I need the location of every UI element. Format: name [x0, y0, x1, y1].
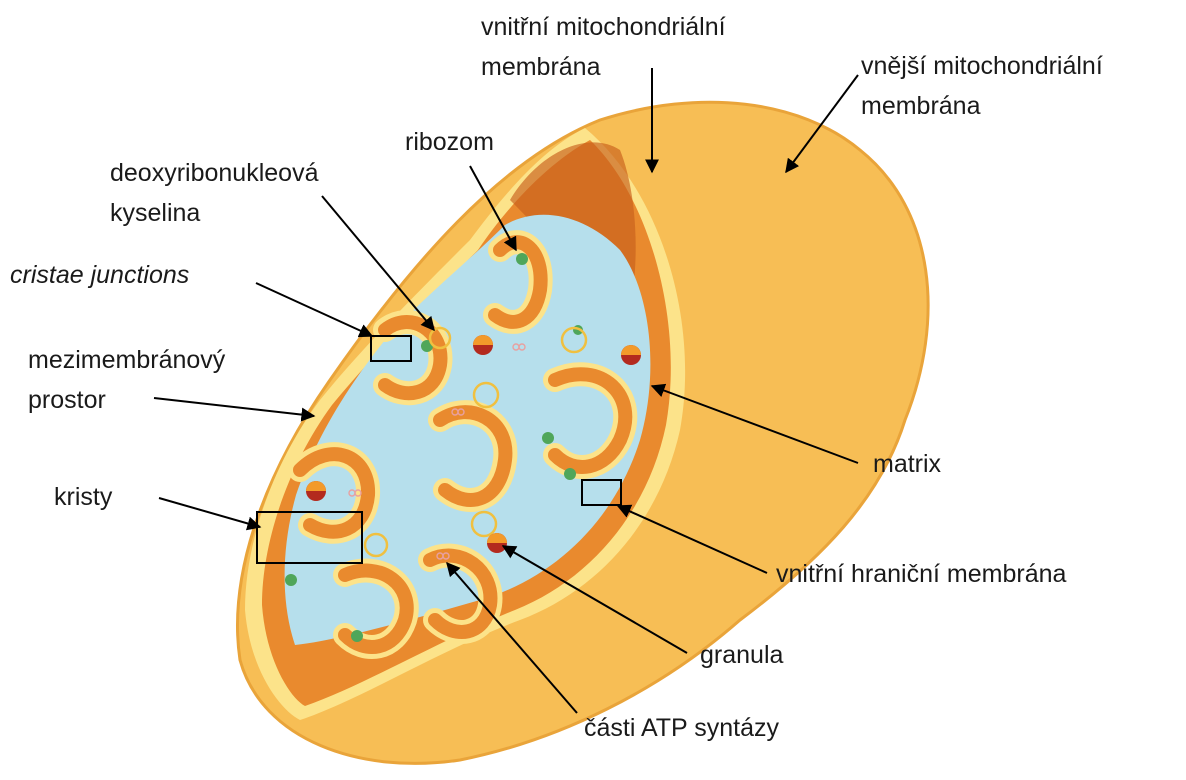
label-dna-line1: deoxyribonukleová — [110, 158, 318, 189]
label-inner-boundary-membrane: vnitřní hraniční membrána — [776, 559, 1066, 590]
label-inner-membrane-line1: vnitřní mitochondriální — [481, 12, 726, 43]
label-cristae-junctions: cristae junctions — [10, 260, 189, 291]
label-dna-line2: kyselina — [110, 198, 200, 229]
label-outer-membrane-line1: vnější mitochondriální — [861, 51, 1103, 82]
label-intermembrane-line1: mezimembránový — [28, 345, 225, 376]
label-ribosome: ribozom — [405, 127, 494, 158]
label-inner-membrane-line2: membrána — [481, 52, 601, 83]
label-outer-membrane-line2: membrána — [861, 91, 981, 122]
label-cristae: kristy — [54, 482, 112, 513]
label-granula: granula — [700, 640, 783, 671]
label-atp-synthase: části ATP syntázy — [584, 713, 779, 744]
label-intermembrane-line2: prostor — [28, 385, 106, 416]
label-matrix: matrix — [873, 449, 941, 480]
